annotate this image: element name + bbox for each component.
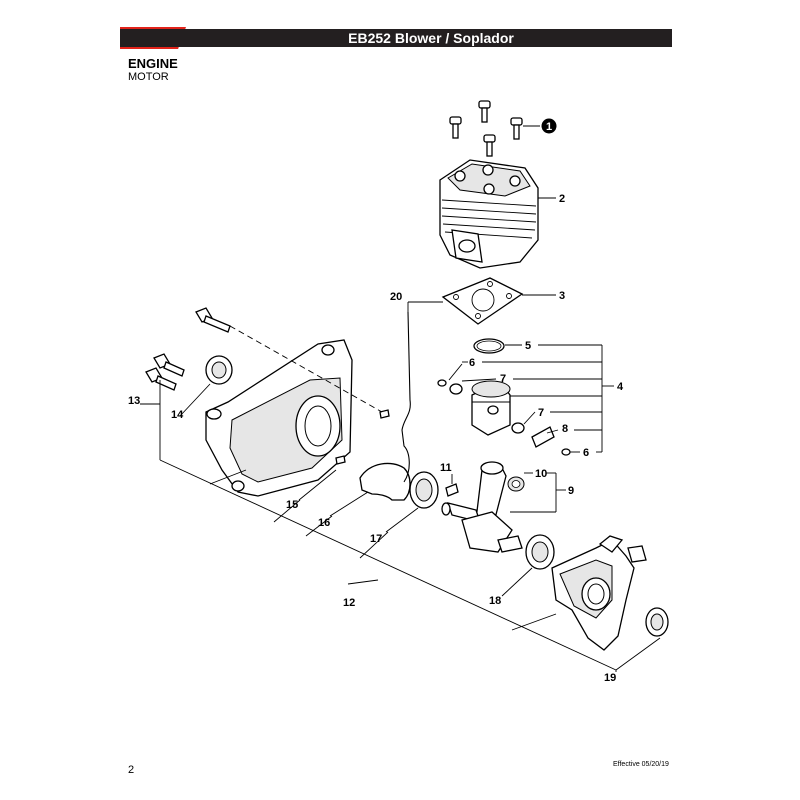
section-subtitle: MOTOR xyxy=(128,71,169,83)
cylinder-screws: 1 xyxy=(449,100,557,157)
callout-4: 4 xyxy=(617,381,624,393)
callout-14: 14 xyxy=(171,409,184,421)
callout-19: 19 xyxy=(604,672,616,684)
assembly-bracket: 12 xyxy=(159,459,661,672)
crankshaft: 11 10 9 xyxy=(440,461,574,553)
callout-7a: 7 xyxy=(500,373,506,385)
callout-2: 2 xyxy=(559,193,565,205)
page-title: EB252 Blower / Soplador xyxy=(348,30,514,46)
callout-10: 10 xyxy=(535,468,547,480)
piston-ring: 5 xyxy=(473,338,531,354)
callout-6a: 6 xyxy=(469,357,475,369)
page-number: 2 xyxy=(128,764,135,776)
callout-18: 18 xyxy=(489,595,501,607)
piston: 6 7 7 8 6 4 xyxy=(437,344,624,459)
cylinder: 2 xyxy=(439,159,565,269)
callout-17: 17 xyxy=(370,533,382,545)
callout-8: 8 xyxy=(562,423,568,435)
gasket-lead: 20 xyxy=(390,291,443,483)
callout-1-badge xyxy=(541,118,557,134)
callout-11: 11 xyxy=(440,462,452,474)
callout-12: 12 xyxy=(343,597,355,609)
callout-1: 1 xyxy=(546,121,552,133)
cylinder-gasket: 3 xyxy=(441,277,565,325)
callout-13: 13 xyxy=(128,395,140,407)
callout-7b: 7 xyxy=(538,407,544,419)
callout-3: 3 xyxy=(559,290,565,302)
callout-9: 9 xyxy=(568,485,574,497)
effective-date: Effective 05/20/19 xyxy=(613,761,669,768)
crankcase-left: 13 14 15 16 17 xyxy=(128,307,439,545)
callout-6b: 6 xyxy=(583,447,589,459)
section-title: ENGINE xyxy=(128,56,178,71)
callout-20: 20 xyxy=(390,291,402,303)
callout-15: 15 xyxy=(286,499,298,511)
header-bar xyxy=(120,29,672,47)
callout-5: 5 xyxy=(525,340,531,352)
crankcase-right: 18 19 xyxy=(489,534,669,684)
